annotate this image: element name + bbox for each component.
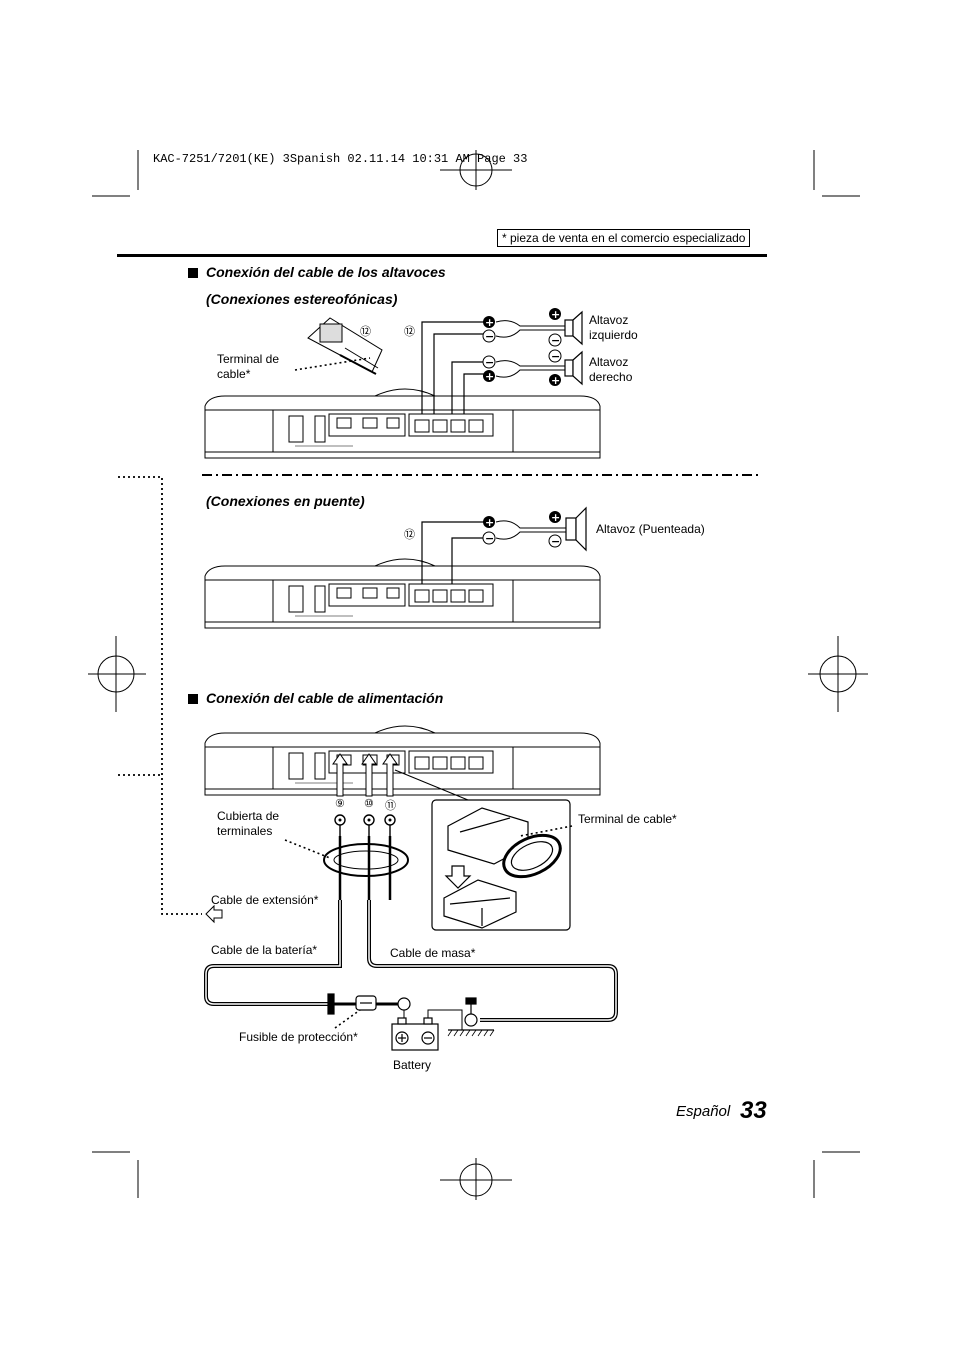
terminal-cover-inset xyxy=(431,799,571,931)
right-speaker-icon xyxy=(564,350,583,386)
terminal-number-10: ⑩ xyxy=(364,798,374,810)
stereo-subheading: (Conexiones estereofónicas) xyxy=(206,291,398,307)
power-section-heading: Conexión del cable de alimentación xyxy=(188,690,443,706)
svg-text:−: − xyxy=(551,334,560,347)
extension-cable-label: Cable de extensión* xyxy=(211,893,319,907)
svg-text:+: + xyxy=(485,316,494,329)
svg-text:−: − xyxy=(551,535,560,548)
terminal-number-9: ⑨ xyxy=(335,798,345,810)
job-line: KAC-7251/7201(KE) 3Spanish 02.11.14 10:3… xyxy=(153,152,528,166)
stereo-marker-b: ⑫ xyxy=(404,326,415,338)
terminal-number-11: ⑪ xyxy=(385,800,396,812)
stereo-marker-a: ⑫ xyxy=(360,326,371,338)
specialist-note: * pieza de venta en el comercio especial… xyxy=(497,229,751,247)
bullet-square-icon xyxy=(188,694,198,704)
power-terminal-label: Terminal de cable* xyxy=(578,812,677,826)
battery-label: Battery xyxy=(393,1058,432,1072)
svg-text:+: + xyxy=(485,370,494,383)
svg-text:−: − xyxy=(485,532,494,545)
page-number: 33 xyxy=(740,1097,767,1124)
stereo-terminal-label: Terminal de cable* xyxy=(217,352,280,381)
svg-text:−: − xyxy=(485,356,494,369)
left-speaker-icon xyxy=(564,310,583,346)
svg-text:−: − xyxy=(485,330,494,343)
ground-cable-label: Cable de masa* xyxy=(390,946,476,960)
svg-text:+: + xyxy=(551,374,560,387)
speaker-section-title: Conexión del cable de los altavoces xyxy=(206,264,446,280)
footer-language: Español xyxy=(676,1103,731,1120)
ground-bolt-icon xyxy=(447,997,495,1037)
bridge-subheading: (Conexiones en puente) xyxy=(206,493,365,509)
bridge-marker: ⑫ xyxy=(404,529,415,541)
svg-text:+: + xyxy=(485,516,494,529)
terminal-cover-label: Cubierta de terminales xyxy=(217,809,280,838)
fuse-label: Fusible de protección* xyxy=(239,1030,358,1044)
svg-text:−: − xyxy=(551,350,560,363)
battery-icon xyxy=(391,1017,439,1051)
svg-text:+: + xyxy=(551,308,560,321)
bullet-square-icon xyxy=(188,268,198,278)
bridged-speaker-label: Altavoz (Puenteada) xyxy=(596,522,705,536)
terminal-inset xyxy=(307,317,383,375)
left-speaker-label: Altavoz izquierdo xyxy=(589,313,638,342)
bridged-speaker-icon xyxy=(565,506,587,552)
speaker-section-heading: Conexión del cable de los altavoces xyxy=(188,264,446,280)
arrow-left-icon xyxy=(205,904,223,924)
power-section-title: Conexión del cable de alimentación xyxy=(206,690,444,706)
right-speaker-label: Altavoz derecho xyxy=(589,355,633,384)
svg-text:+: + xyxy=(551,511,560,524)
battery-cable-label: Cable de la batería* xyxy=(211,943,318,957)
